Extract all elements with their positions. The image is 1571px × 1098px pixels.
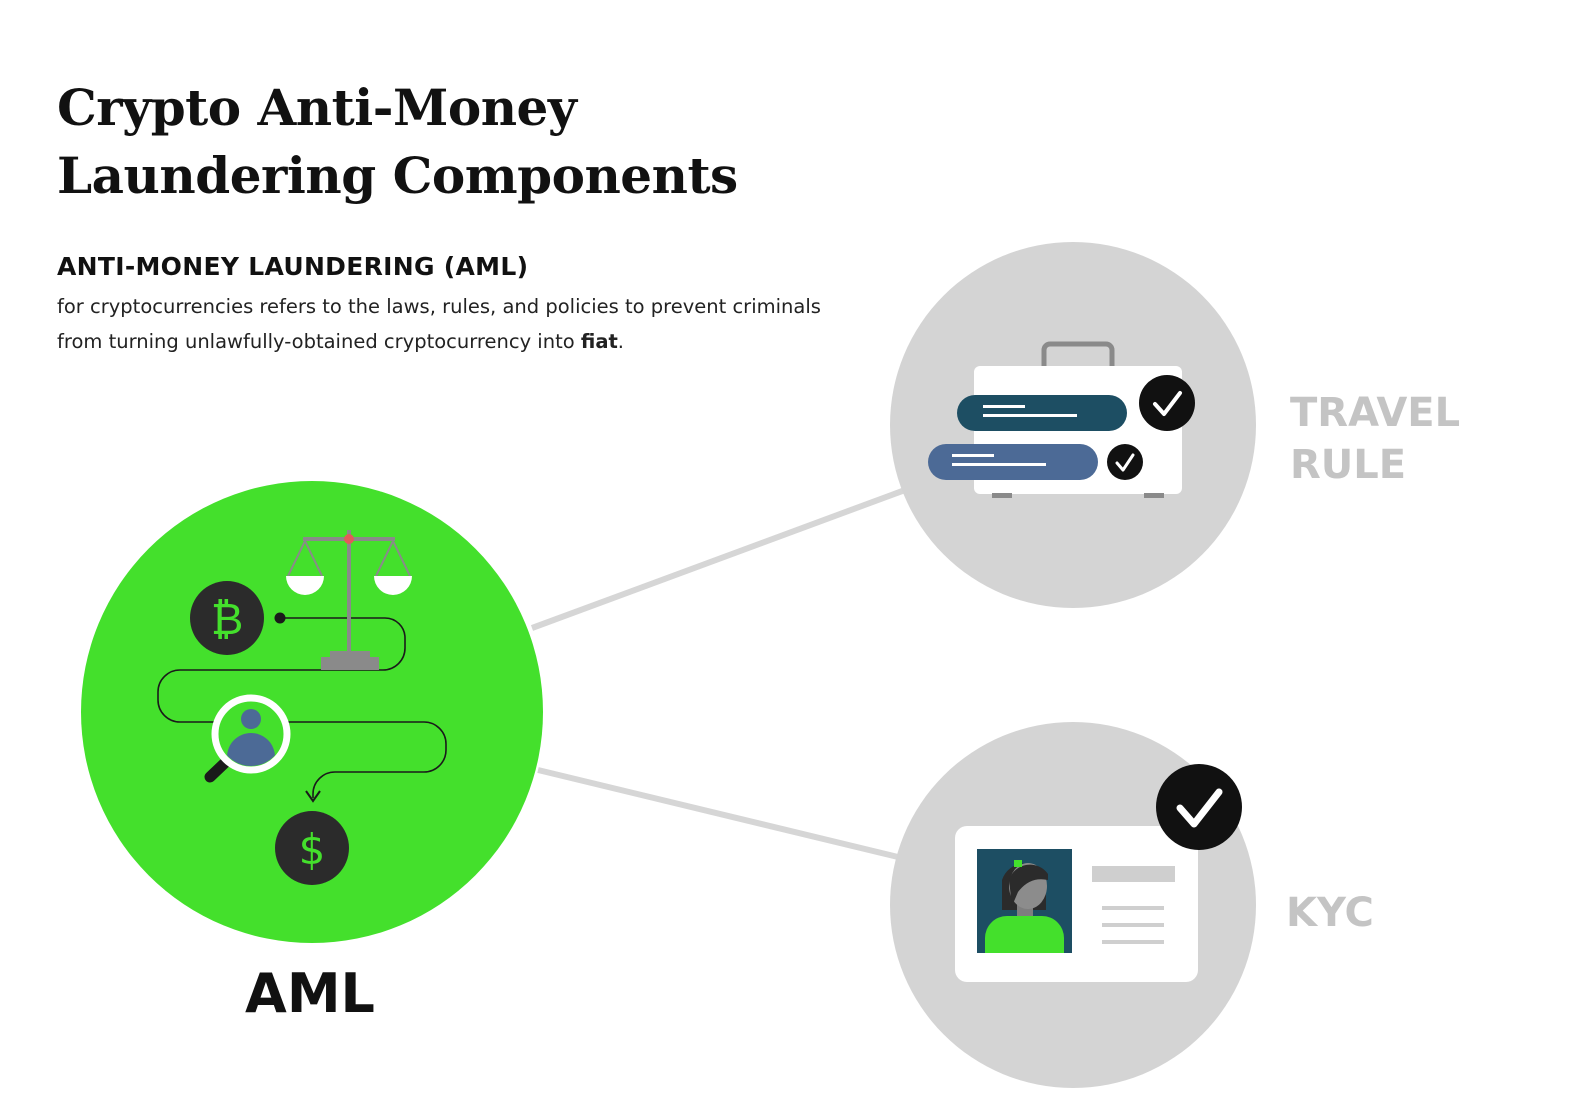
travel-rule-node: [890, 242, 1256, 608]
kyc-node: [890, 722, 1256, 1088]
scales-icon: [286, 530, 412, 670]
message-bubble-icon: [957, 395, 1127, 431]
connector-aml-kyc: [537, 767, 899, 860]
aml-label: AML: [245, 962, 375, 1025]
travel-rule-label-line-2: RULE: [1290, 442, 1407, 488]
aml-definition-text: for cryptocurrencies refers to the laws,…: [57, 289, 837, 359]
bitcoin-glyph: ₿: [211, 594, 244, 645]
page-title-line-1: Crypto Anti-Money: [57, 78, 577, 137]
aml-node: ₿ $: [81, 481, 543, 943]
travel-rule-label: TRAVEL RULE: [1290, 387, 1460, 491]
flow-arrow-icon: [305, 790, 321, 803]
message-bubble-icon: [928, 444, 1098, 480]
connector-aml-travel-rule: [530, 487, 907, 631]
flow-start-dot: [274, 612, 286, 624]
page-title-line-2: Laundering Components: [57, 146, 738, 205]
aml-definition-fiat: fiat: [580, 330, 618, 353]
bitcoin-icon: ₿: [190, 581, 264, 655]
checkmark-icon: [1156, 764, 1242, 850]
aml-circle: [81, 481, 543, 943]
dollar-glyph: $: [299, 825, 326, 874]
dollar-icon: $: [275, 811, 349, 885]
aml-definition-text-end: .: [617, 330, 624, 353]
id-card-icon: [955, 826, 1198, 982]
aml-definition-text-main: for cryptocurrencies refers to the laws,…: [57, 295, 821, 353]
kyc-label: KYC: [1286, 890, 1374, 936]
aml-definition-term: ANTI-MONEY LAUNDERING (AML): [57, 252, 529, 281]
flow-path: [157, 617, 447, 798]
checkmark-icon: [1139, 375, 1195, 431]
magnifier-user-icon: [204, 694, 291, 783]
page-title: Crypto Anti-Money Laundering Components: [57, 74, 738, 210]
travel-rule-label-line-1: TRAVEL: [1290, 390, 1461, 436]
checkmark-icon: [1107, 444, 1143, 480]
